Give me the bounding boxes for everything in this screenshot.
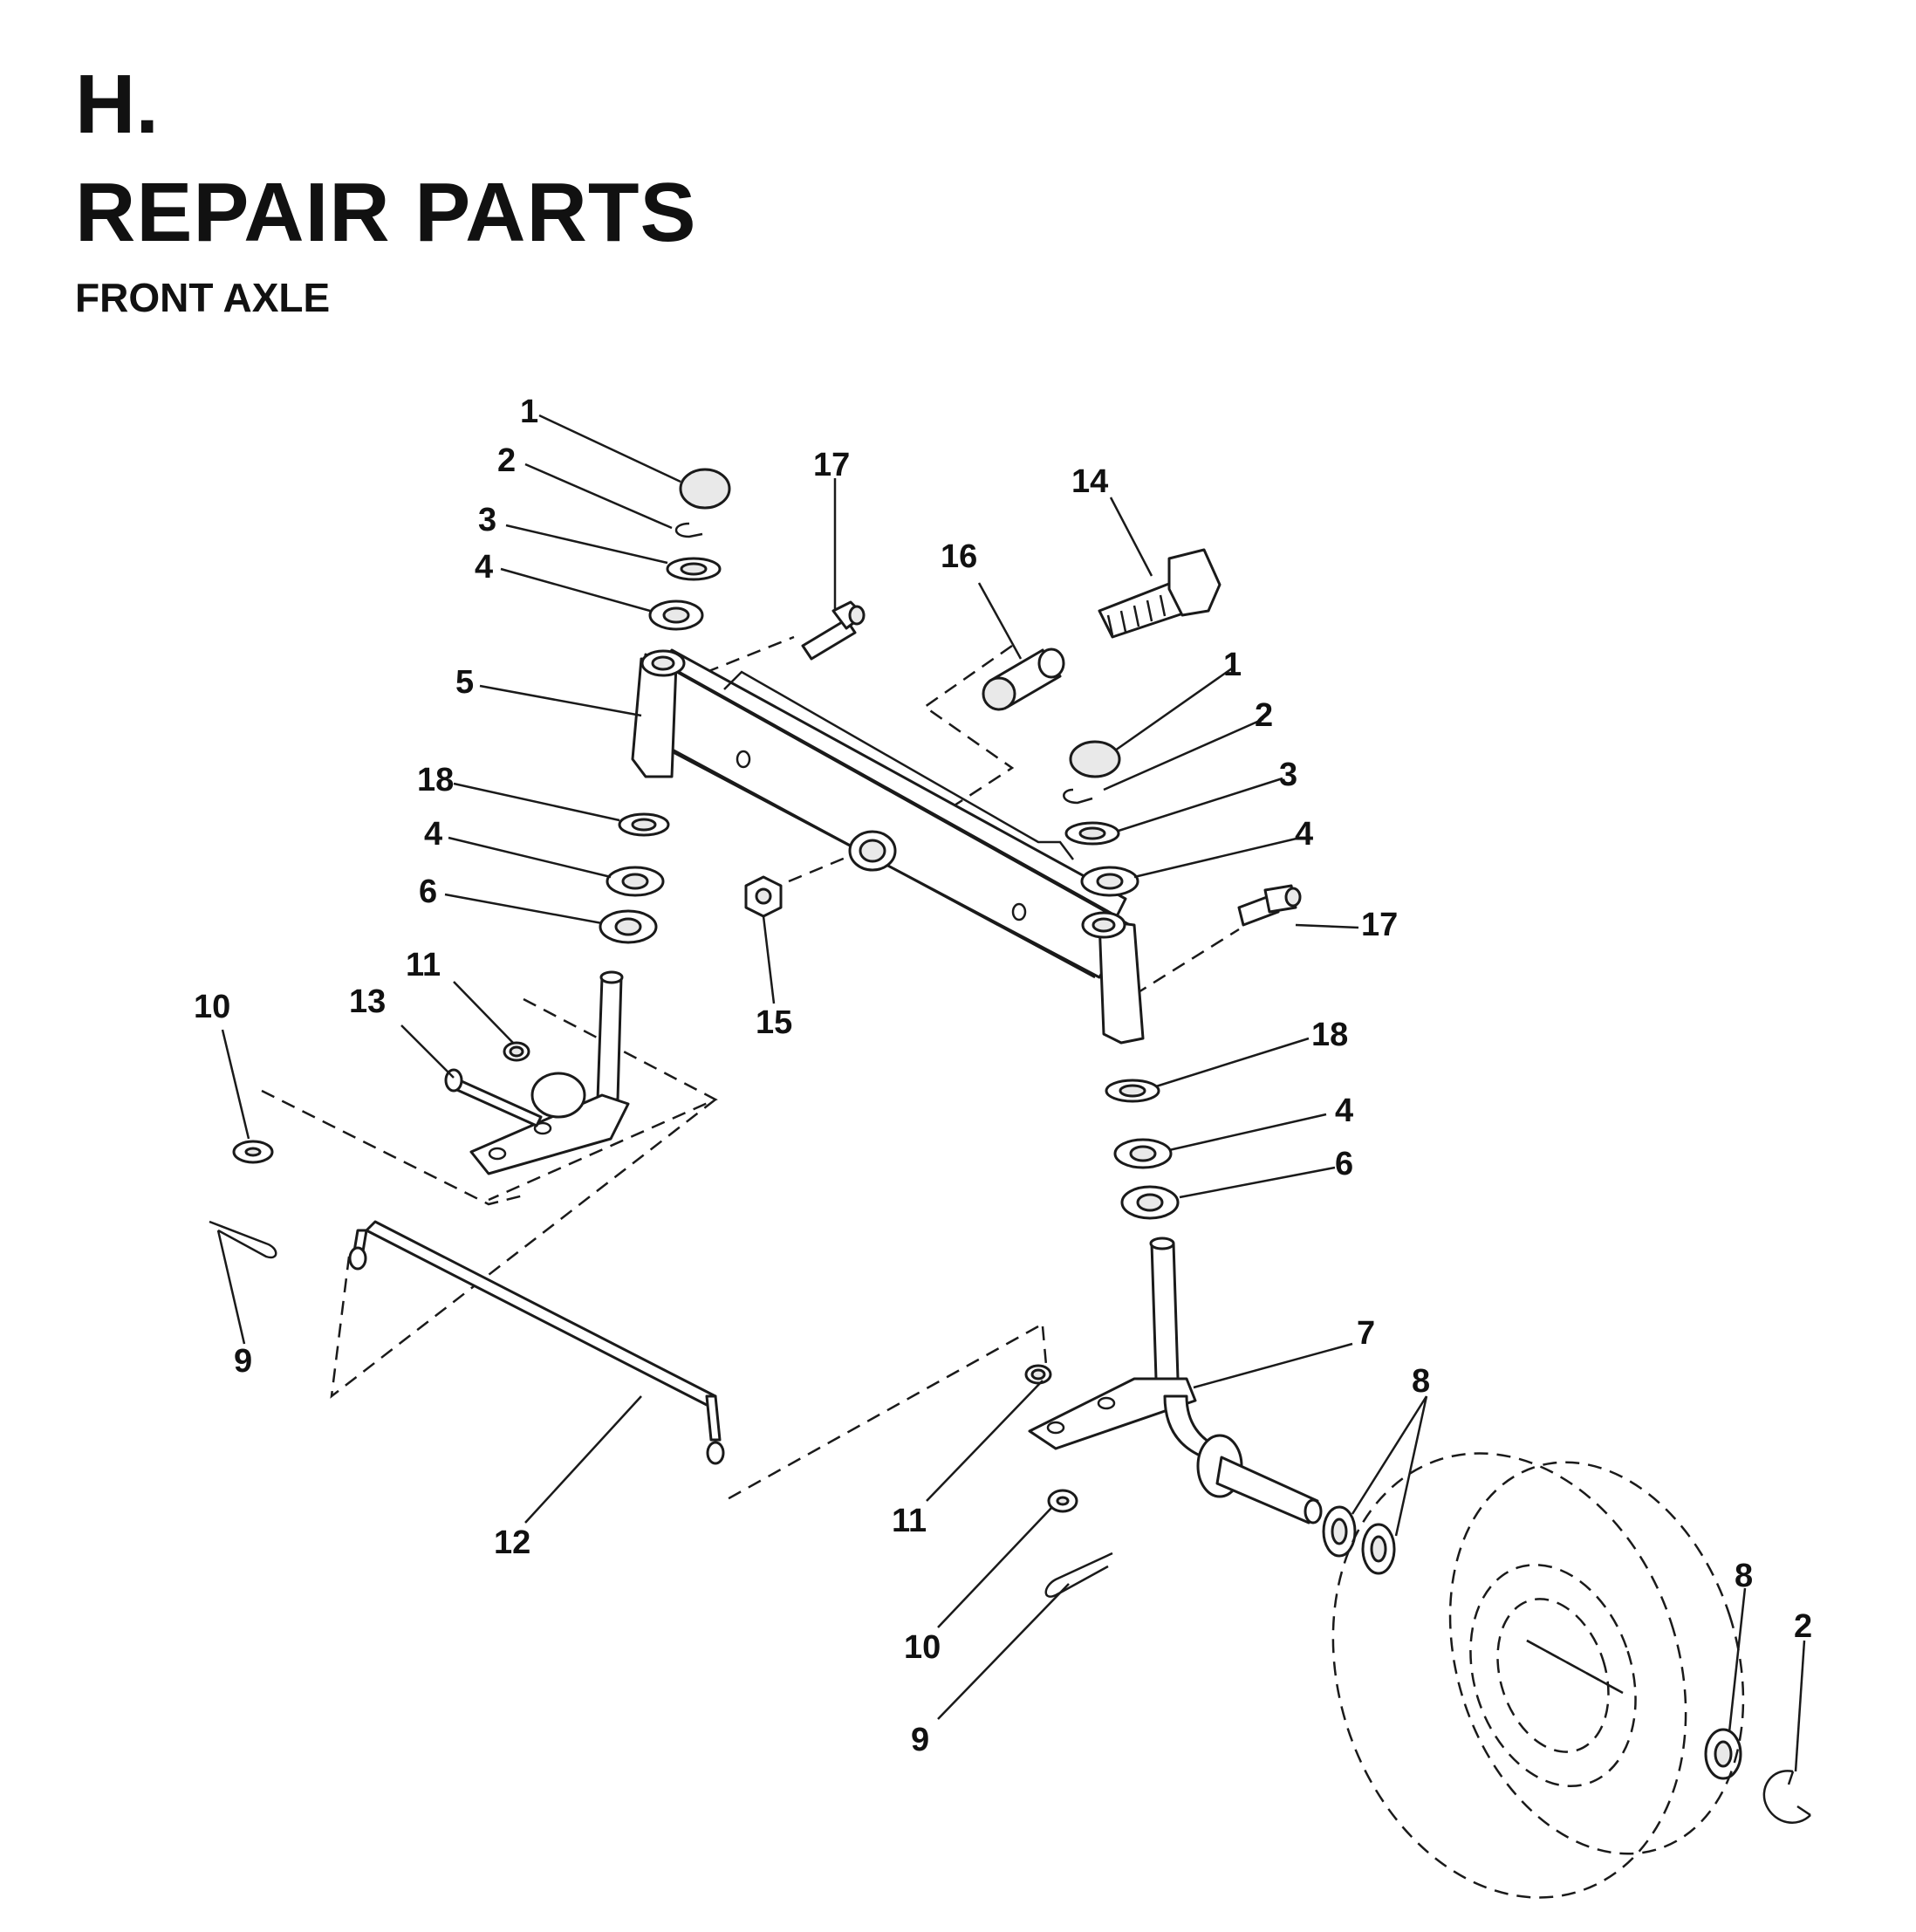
wheel-outline bbox=[1331, 1452, 1745, 1899]
callout-9-left: 9 bbox=[234, 1343, 252, 1380]
callout-10-left: 10 bbox=[194, 989, 230, 1025]
right-pivot-hardware-top bbox=[1063, 740, 1139, 897]
pivot-bolt bbox=[1098, 548, 1221, 639]
left-pivot-hardware-top bbox=[648, 468, 731, 631]
callout-labels: 1 2 3 4 5 18 4 6 17 14 16 1 2 3 4 17 15 … bbox=[194, 394, 1812, 1758]
callout-18-left: 18 bbox=[417, 762, 454, 798]
page-title: REPAIR PARTS bbox=[75, 166, 697, 259]
callout-2-clip: 2 bbox=[1794, 1608, 1812, 1645]
callout-2-top-left: 2 bbox=[497, 442, 516, 479]
callout-17-right: 17 bbox=[1361, 907, 1398, 943]
callout-17-left: 17 bbox=[813, 447, 850, 483]
callout-4-top-left: 4 bbox=[475, 549, 493, 586]
page-subtitle: FRONT AXLE bbox=[75, 275, 331, 320]
callout-11-left: 11 bbox=[406, 947, 441, 983]
section-letter: H. bbox=[75, 58, 159, 151]
pivot-spacer bbox=[982, 647, 1065, 711]
callout-1-right: 1 bbox=[1223, 647, 1242, 683]
callout-3-top-left: 3 bbox=[478, 502, 496, 538]
wheel-retaining-clip bbox=[1762, 1770, 1811, 1824]
left-spindle-assembly bbox=[444, 812, 670, 1175]
assembly-dashed-lines bbox=[261, 635, 1624, 1695]
callout-8-wheel: 8 bbox=[1735, 1558, 1753, 1594]
lock-nut bbox=[744, 875, 783, 918]
callout-4-mid-left: 4 bbox=[424, 816, 442, 853]
left-clevis-pin-and-washer bbox=[209, 1140, 277, 1259]
callout-14: 14 bbox=[1071, 463, 1108, 500]
callout-3-right: 3 bbox=[1279, 757, 1297, 793]
grease-fitting-left bbox=[801, 600, 866, 661]
callout-8-washers: 8 bbox=[1412, 1363, 1430, 1400]
drag-link bbox=[348, 1220, 725, 1465]
callout-15: 15 bbox=[756, 1004, 792, 1041]
wheel-washers bbox=[1322, 1505, 1742, 1780]
right-clevis-pin-and-washer bbox=[1044, 1489, 1113, 1598]
callout-4-right-bottom: 4 bbox=[1335, 1093, 1353, 1129]
callout-11-right: 11 bbox=[892, 1503, 927, 1539]
callout-16: 16 bbox=[941, 538, 977, 575]
callout-12: 12 bbox=[494, 1524, 530, 1561]
callout-9-right: 9 bbox=[911, 1722, 929, 1758]
right-spindle-assembly bbox=[1024, 1079, 1323, 1524]
callout-7: 7 bbox=[1357, 1315, 1375, 1352]
callout-leader-lines bbox=[216, 414, 1806, 1772]
callout-13: 13 bbox=[349, 983, 386, 1020]
callout-10-right: 10 bbox=[904, 1629, 941, 1666]
callout-18-right: 18 bbox=[1311, 1017, 1348, 1053]
callout-1-top-left: 1 bbox=[520, 394, 538, 430]
callout-5: 5 bbox=[455, 664, 474, 701]
callout-6-right: 6 bbox=[1335, 1146, 1353, 1182]
callout-2-right: 2 bbox=[1255, 697, 1273, 734]
callout-6-left: 6 bbox=[419, 874, 437, 910]
callout-4-right-top: 4 bbox=[1295, 816, 1313, 853]
grease-fitting-right bbox=[1237, 884, 1302, 927]
front-axle-beam bbox=[631, 648, 1145, 1045]
